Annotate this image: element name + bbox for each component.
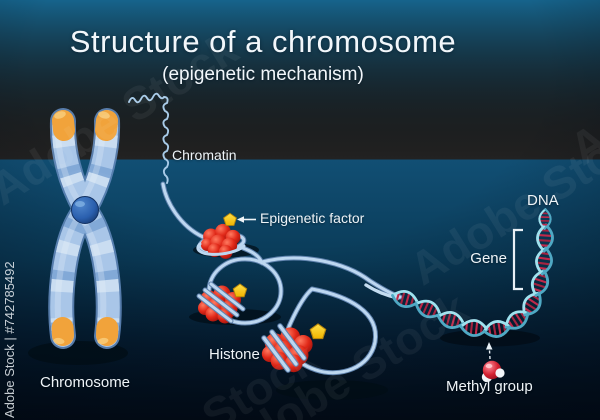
dna-label: DNA [527,192,559,209]
stock-id-watermark: Adobe Stock | #742785492 [2,261,17,418]
nucleosome-2 [196,281,246,324]
nucleosome-3 [261,323,313,373]
chromosome-label: Chromosome [40,374,131,391]
title-block: Structure of a chromosome (epigenetic me… [62,0,464,86]
chromatin-fiber [128,92,170,184]
dna-ribbon [364,283,400,300]
gene-label: Gene [470,250,507,267]
centromere [71,196,99,224]
page-subtitle: (epigenetic mechanism) [162,64,364,85]
histone-label: Histone [209,346,260,363]
telomere-caps [51,110,119,346]
epigenetic-factor-label: Epigenetic factor [260,210,365,226]
gene-bracket [512,228,523,291]
page-title: Structure of a chromosome [69,24,457,59]
epigenetic-factor-arrow [237,216,256,223]
chromatin-label: Chromatin [172,147,237,163]
methyl-group-label: Methyl group [446,378,533,395]
nucleosome-1 [196,223,247,259]
methyl-group-molecule [481,342,505,383]
dna-strand-loops [160,181,403,376]
chromosome-illustration [48,108,122,349]
